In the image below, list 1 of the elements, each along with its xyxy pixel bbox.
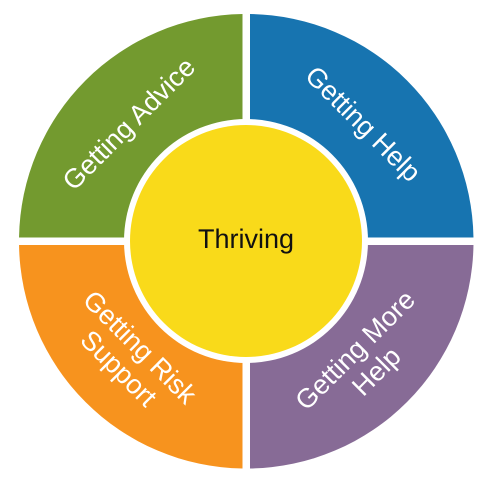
center-label: Thriving [198, 224, 294, 254]
